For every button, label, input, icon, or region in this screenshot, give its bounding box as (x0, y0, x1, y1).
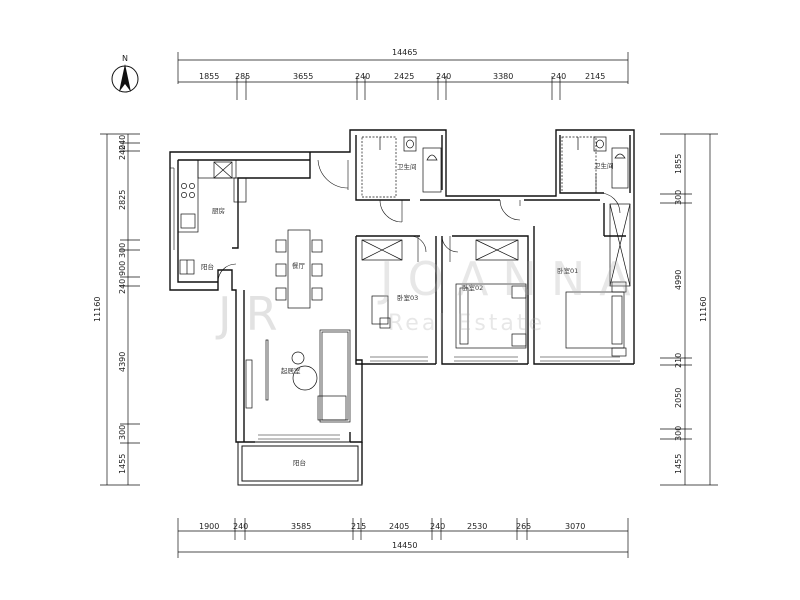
watermark-main: JOANNA (377, 252, 645, 306)
bottom-seg-2: 240 (233, 522, 248, 531)
room-label-living: 起居室 (281, 366, 301, 375)
top-dimension (177, 52, 629, 100)
top-seg-6: 240 (436, 72, 451, 81)
left-dimension (100, 133, 140, 486)
left-seg-4: 300 (118, 243, 127, 258)
left-seg-7: 4390 (118, 352, 127, 372)
top-seg-4: 240 (355, 72, 370, 81)
bottom-dimension (177, 518, 629, 558)
bedroom-fixtures (361, 203, 631, 357)
room-label-bedroom-2: 卧室02 (462, 283, 483, 292)
bottom-total-label: 14450 (392, 541, 417, 550)
watermark-sub: Real Estate (388, 311, 545, 336)
left-seg-2: 240 (118, 145, 127, 160)
right-seg-4: 210 (674, 353, 683, 368)
left-seg-9: 1455 (118, 454, 127, 474)
room-label-bathroom-1: 卫生间 (397, 162, 417, 171)
bottom-seg-8: 265 (516, 522, 531, 531)
right-seg-3: 4990 (674, 270, 683, 290)
right-seg-6: 300 (674, 426, 683, 441)
kitchen-fixtures (177, 159, 247, 275)
large-balcony-outline (237, 441, 363, 486)
left-seg-6: 240 (118, 279, 127, 294)
left-seg-1: 240 (118, 135, 127, 150)
bottom-seg-6: 240 (430, 522, 445, 531)
north-label: N (122, 54, 128, 63)
right-seg-1: 1855 (674, 154, 683, 174)
left-total-label: 11160 (93, 297, 102, 322)
doors (217, 159, 621, 283)
bottom-seg-4: 215 (351, 522, 366, 531)
top-seg-2: 285 (235, 72, 250, 81)
right-total-label: 11160 (699, 297, 708, 322)
bottom-seg-7: 2530 (467, 522, 487, 531)
top-seg-8: 240 (551, 72, 566, 81)
room-label-kitchen: 厨房 (212, 206, 225, 215)
right-dimension (660, 133, 718, 486)
top-seg-9: 2145 (585, 72, 605, 81)
left-seg-5: 900 (118, 261, 127, 276)
top-total-label: 14465 (392, 48, 417, 57)
room-label-large-balcony: 阳台 (293, 458, 306, 467)
top-seg-1: 1855 (199, 72, 219, 81)
top-seg-7: 3380 (493, 72, 513, 81)
bottom-seg-9: 3070 (565, 522, 585, 531)
room-label-small-balcony: 阳台 (201, 262, 214, 271)
living-furniture (245, 329, 351, 423)
bottom-seg-5: 2405 (389, 522, 409, 531)
watermark: JR JOANNA Real Estate (215, 252, 645, 341)
watermark-logo: JR (215, 287, 292, 341)
bathroom-fixtures (361, 136, 629, 198)
left-seg-3: 2825 (118, 190, 127, 210)
bottom-seg-3: 3585 (291, 522, 311, 531)
room-label-dining: 餐厅 (292, 261, 306, 270)
north-arrow: N (111, 54, 139, 93)
walls (169, 129, 635, 484)
room-label-bedroom-1: 卧室01 (557, 266, 578, 275)
dining-set (275, 229, 323, 309)
bottom-seg-1: 1900 (199, 522, 219, 531)
right-seg-7: 1455 (674, 454, 683, 474)
windows (170, 167, 620, 440)
right-seg-2: 300 (674, 190, 683, 205)
top-seg-5: 2425 (394, 72, 414, 81)
room-label-bathroom-2: 卫生间 (594, 161, 614, 170)
top-seg-3: 3655 (293, 72, 313, 81)
right-seg-5: 2050 (674, 388, 683, 408)
left-seg-8: 300 (118, 425, 127, 440)
room-label-bedroom-3: 卧室03 (397, 293, 418, 302)
